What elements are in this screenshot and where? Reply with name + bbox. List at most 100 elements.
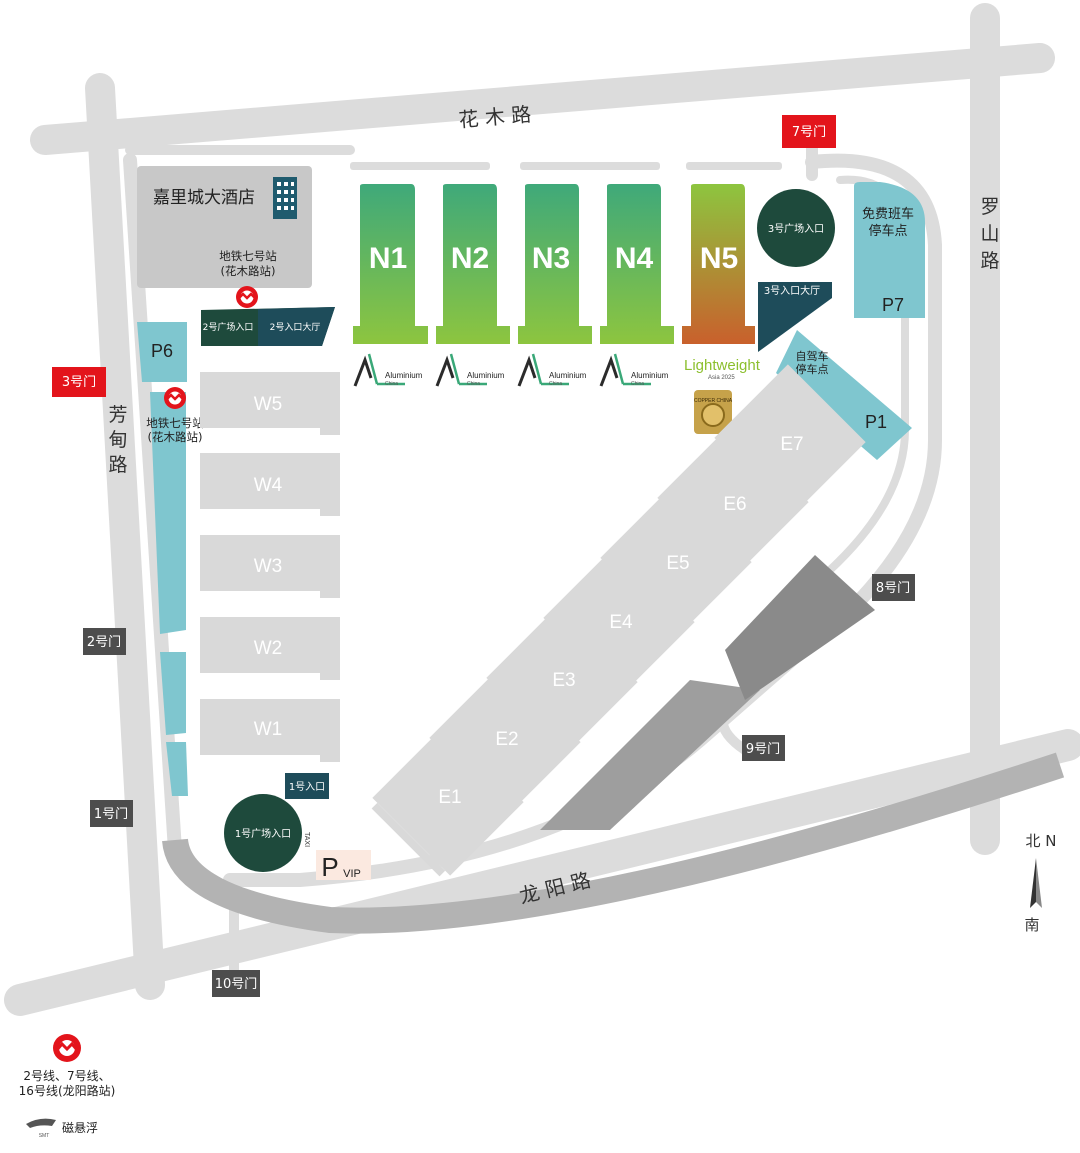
compass: 北 N 南 xyxy=(1024,832,1056,934)
road-label-north: 花 木 路 xyxy=(458,102,532,132)
svg-text:芳: 芳 xyxy=(108,404,127,426)
north-arrow-icon xyxy=(1030,858,1036,908)
hall-n3: N3 xyxy=(532,242,570,275)
hall-n5: N5 xyxy=(700,242,738,275)
svg-text:COPPER CHINA: COPPER CHINA xyxy=(694,398,733,404)
parking-west xyxy=(137,322,188,796)
gate-9[interactable]: 9号门 xyxy=(742,735,785,761)
svg-text:Asia 2025: Asia 2025 xyxy=(708,375,735,381)
road-network xyxy=(4,3,1080,1016)
svg-text:TAXI: TAXI xyxy=(303,832,310,847)
building-icon xyxy=(273,177,297,219)
svg-text:罗: 罗 xyxy=(980,196,999,218)
svg-text:2号入口大厅: 2号入口大厅 xyxy=(270,321,321,333)
hall-e3: E3 xyxy=(552,670,575,691)
svg-text:(花木路站): (花木路站) xyxy=(148,430,203,444)
metro-icon xyxy=(53,1034,81,1062)
east-hall-labels: E7 E6 E5 E4 E3 E2 E1 xyxy=(438,434,803,808)
svg-text:China: China xyxy=(385,381,398,387)
plaza-1-entrance: 1号广场入口 xyxy=(224,794,302,872)
svg-text:P: P xyxy=(321,852,338,882)
svg-text:南: 南 xyxy=(1024,916,1039,934)
svg-text:自驾车: 自驾车 xyxy=(796,349,829,363)
north-hall-labels: N1 N2 N3 N4 N5 xyxy=(369,242,738,275)
gate-1[interactable]: 1号门 xyxy=(90,800,133,827)
hall-e4: E4 xyxy=(609,612,633,633)
gate-10[interactable]: 10号门 xyxy=(212,970,260,997)
hall-w2: W2 xyxy=(254,638,283,659)
gate-7[interactable]: 7号门 xyxy=(782,115,836,148)
svg-text:山: 山 xyxy=(980,223,999,245)
road-label-west: 芳 甸 路 xyxy=(108,404,127,476)
entrance-2: 2号广场入口 2号入口大厅 xyxy=(201,307,335,346)
svg-text:2号广场入口: 2号广场入口 xyxy=(203,321,254,333)
hall-n1: N1 xyxy=(369,242,407,275)
hall-3-entrance: 3号入口大厅 xyxy=(758,282,832,352)
maglev-icon xyxy=(26,1118,56,1128)
inner-ring-east xyxy=(223,153,942,887)
svg-text:2号线、7号线、: 2号线、7号线、 xyxy=(23,1069,110,1083)
copper-china-logo: COPPER CHINA xyxy=(694,390,733,434)
metro-station-longyang: 2号线、7号线、 16号线(龙阳路站) xyxy=(19,1034,116,1098)
svg-text:1号广场入口: 1号广场入口 xyxy=(235,827,291,840)
svg-text:北 N: 北 N xyxy=(1026,832,1057,850)
svg-text:3号入口大厅: 3号入口大厅 xyxy=(764,284,820,297)
hall-n4: N4 xyxy=(615,242,654,275)
svg-text:停车点: 停车点 xyxy=(868,223,907,239)
svg-text:2号门: 2号门 xyxy=(87,635,121,650)
aluminium-logos: Aluminium China Aluminium China Aluminiu… xyxy=(353,353,669,387)
svg-text:地铁七号站: 地铁七号站 xyxy=(219,249,277,263)
svg-text:磁悬浮: 磁悬浮 xyxy=(62,1120,98,1135)
svg-text:Aluminium: Aluminium xyxy=(385,371,423,380)
parking-p7: 免费班车 停车点 P7 xyxy=(854,182,925,318)
gate-2[interactable]: 2号门 xyxy=(83,628,126,655)
gate-3[interactable]: 3号门 xyxy=(52,367,106,397)
svg-text:Aluminium: Aluminium xyxy=(467,371,505,380)
svg-text:1号入口: 1号入口 xyxy=(289,781,325,793)
svg-text:路: 路 xyxy=(980,250,999,272)
maglev-track xyxy=(162,555,1065,934)
west-hall-labels: W5 W4 W3 W2 W1 xyxy=(254,394,283,740)
hall-e2: E2 xyxy=(495,729,518,750)
north-bars xyxy=(350,162,782,170)
metro-station-west: 地铁七号站 (花木路站) xyxy=(146,387,204,444)
metro-station-huamu: 地铁七号站 (花木路站) xyxy=(219,249,277,308)
svg-text:路: 路 xyxy=(108,454,127,476)
metro-icon xyxy=(164,387,186,409)
svg-text:3号广场入口: 3号广场入口 xyxy=(768,222,824,235)
svg-text:SMT: SMT xyxy=(39,1133,50,1139)
svg-text:10号门: 10号门 xyxy=(215,977,258,992)
svg-text:9号门: 9号门 xyxy=(746,742,780,757)
svg-text:甸: 甸 xyxy=(108,429,127,451)
plaza-3-entrance: 3号广场入口 xyxy=(757,189,835,267)
svg-text:China: China xyxy=(467,381,480,387)
svg-text:3号门: 3号门 xyxy=(62,375,96,390)
svg-text:P1: P1 xyxy=(865,412,887,432)
svg-text:Aluminium: Aluminium xyxy=(549,371,587,380)
hall-w5: W5 xyxy=(254,394,283,415)
svg-text:Lightweight: Lightweight xyxy=(684,357,761,374)
svg-text:(花木路站): (花木路站) xyxy=(221,264,276,278)
hall-n2: N2 xyxy=(451,242,489,275)
road-label-east: 罗 山 路 xyxy=(980,196,999,272)
svg-text:停车点: 停车点 xyxy=(796,362,829,376)
road-longyang xyxy=(4,729,1080,1016)
svg-text:VIP: VIP xyxy=(343,868,361,880)
entrance-1: 1号入口 xyxy=(285,773,329,799)
gate-8[interactable]: 8号门 xyxy=(872,574,915,601)
p6-label: P6 xyxy=(151,341,173,361)
svg-text:免费班车: 免费班车 xyxy=(862,206,914,222)
svg-text:China: China xyxy=(549,381,562,387)
hotel-block: 嘉里城大酒店 xyxy=(137,166,312,288)
metro-icon xyxy=(236,286,258,308)
north-halls xyxy=(353,184,755,344)
road-huamu xyxy=(30,43,1055,155)
vip-parking: TAXI P VIP xyxy=(303,832,371,882)
svg-text:China: China xyxy=(631,381,644,387)
svg-text:8号门: 8号门 xyxy=(876,581,910,596)
east-halls xyxy=(371,364,866,877)
svg-text:16号线(龙阳路站): 16号线(龙阳路站) xyxy=(19,1083,116,1098)
lightweight-logo: Lightweight Asia 2025 xyxy=(684,357,761,381)
svg-text:P7: P7 xyxy=(882,295,904,315)
